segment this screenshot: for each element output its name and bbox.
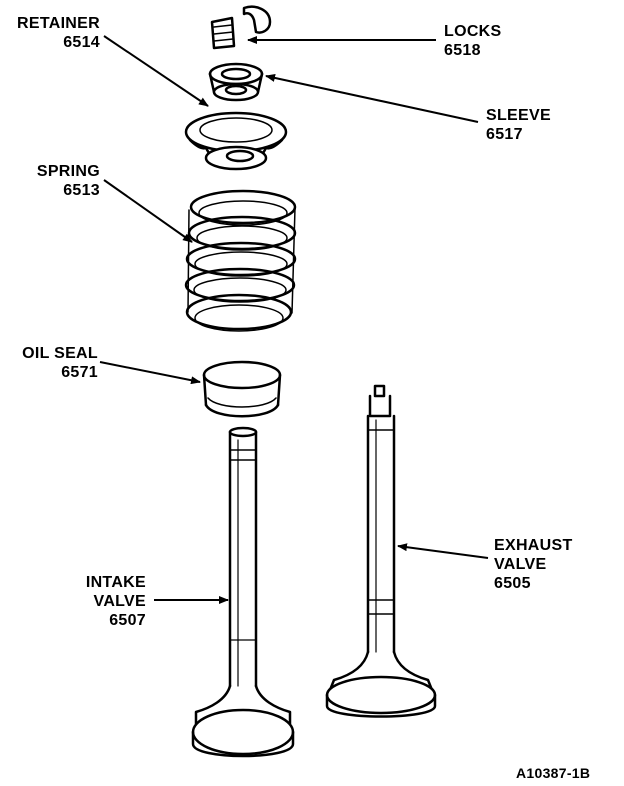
intake-valve-line2: VALVE <box>93 593 146 610</box>
retainer-number: 6514 <box>63 34 100 51</box>
exhaust-valve-line2: VALVE <box>494 556 547 573</box>
locks-name: LOCKS <box>444 23 502 40</box>
spring-part <box>184 189 297 332</box>
locks-number: 6518 <box>444 42 481 59</box>
figure-reference-code: A10387-1B <box>516 765 591 781</box>
spring-name: SPRING <box>36 163 100 180</box>
oil-seal-number: 6571 <box>61 364 98 381</box>
intake-valve-part <box>191 426 295 758</box>
oil-seal-part <box>202 360 282 418</box>
intake-valve-number: 6507 <box>109 612 146 629</box>
locks-part <box>210 5 272 50</box>
oil-seal-label: OIL SEAL 6571 <box>4 344 98 382</box>
sleeve-name: SLEEVE <box>486 107 551 124</box>
exhaust-valve-part <box>325 384 437 718</box>
leader-retainer <box>103 35 209 107</box>
exhaust-valve-label: EXHAUST VALVE 6505 <box>494 536 573 593</box>
leader-oil-seal <box>99 361 201 385</box>
leader-exhaust-valve <box>397 543 489 559</box>
intake-valve-label: INTAKE VALVE 6507 <box>50 573 146 630</box>
sleeve-number: 6517 <box>486 126 523 143</box>
spring-label: SPRING 6513 <box>4 162 100 200</box>
sleeve-part <box>208 62 264 102</box>
retainer-part <box>184 111 288 171</box>
exhaust-valve-line1: EXHAUST <box>494 537 573 554</box>
leader-sleeve <box>265 73 479 123</box>
leader-spring <box>103 179 193 243</box>
spring-number: 6513 <box>63 182 100 199</box>
retainer-label: RETAINER 6514 <box>4 14 100 52</box>
intake-valve-line1: INTAKE <box>85 574 146 591</box>
exhaust-valve-number: 6505 <box>494 575 531 592</box>
sleeve-label: SLEEVE 6517 <box>486 106 551 144</box>
oil-seal-name: OIL SEAL <box>22 345 98 362</box>
locks-label: LOCKS 6518 <box>444 22 502 60</box>
retainer-name: RETAINER <box>17 15 100 32</box>
